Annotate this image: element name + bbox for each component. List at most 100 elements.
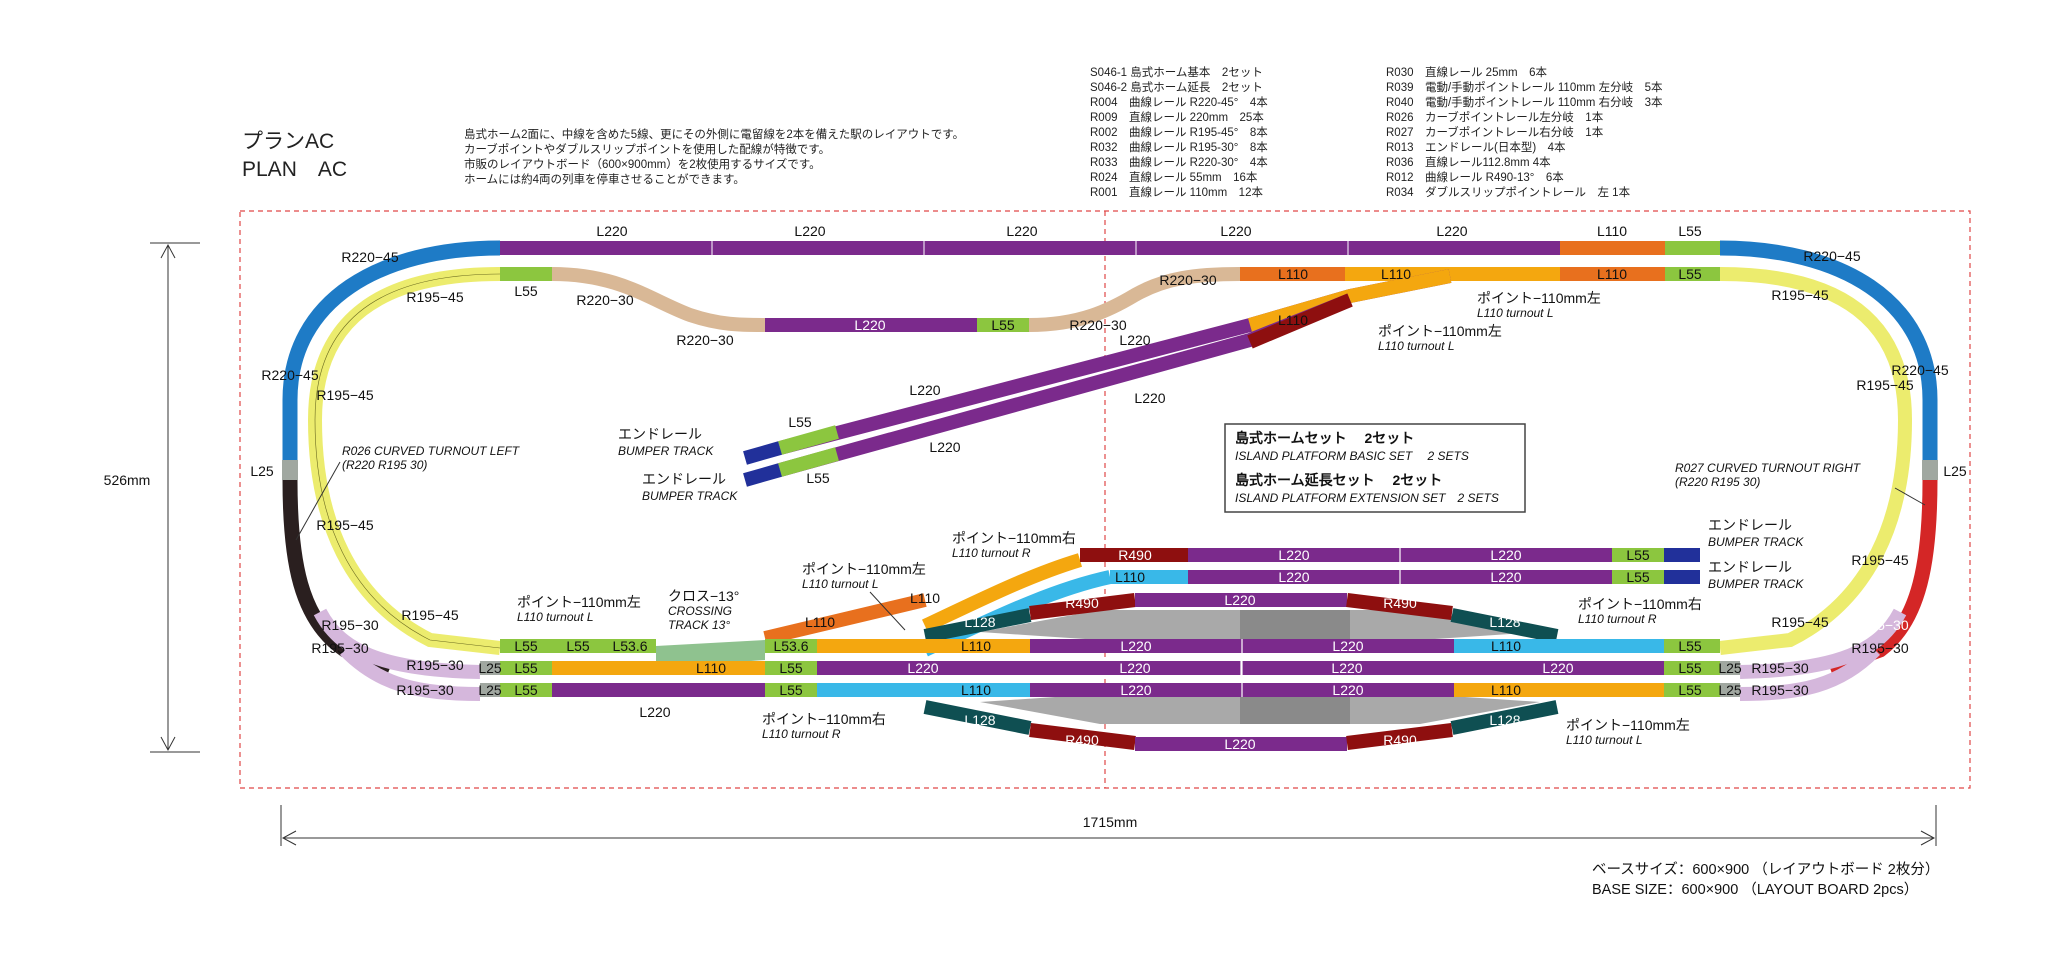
- parts-item: R027 カーブポイントレール右分岐 1本: [1386, 127, 1604, 139]
- track-l55-row2-end: [1664, 661, 1720, 675]
- svg-text:R220−30: R220−30: [676, 332, 733, 348]
- svg-text:R490: R490: [1383, 595, 1417, 611]
- parts-item: R033 曲線レール R220-30° 4本: [1090, 157, 1268, 169]
- track-l55-top: [1665, 241, 1720, 255]
- plan-description: 島式ホーム2面に、中線を含めた5線、更にその外側に電留線を2本を備えた駅のレイア…: [464, 128, 964, 188]
- parts-item: R001 直線レール 110mm 12本: [1090, 187, 1263, 199]
- parts-item: R013 エンドレール(日本型) 4本: [1386, 142, 1566, 154]
- track-r490-upper: [1080, 548, 1188, 562]
- svg-text:L55: L55: [514, 682, 538, 698]
- svg-text:L220: L220: [1331, 660, 1362, 676]
- svg-text:L110: L110: [1491, 682, 1521, 698]
- svg-text:ポイント−110mm右: ポイント−110mm右: [762, 711, 886, 727]
- svg-text:L110 turnout L: L110 turnout L: [802, 577, 879, 591]
- track-l55-row3-end: [1664, 683, 1720, 697]
- svg-text:L53.6: L53.6: [612, 638, 647, 654]
- svg-text:R026 CURVED TURNOUT LEFT: R026 CURVED TURNOUT LEFT: [342, 444, 521, 458]
- track-r220-30-siding-b: [1028, 267, 1241, 332]
- track-turnout-row1: [817, 639, 925, 653]
- svg-text:R195−45: R195−45: [1856, 377, 1913, 393]
- svg-text:BUMPER TRACK: BUMPER TRACK: [1708, 535, 1804, 549]
- svg-text:R220−45: R220−45: [1891, 362, 1948, 378]
- track-l25-row3-r: [1720, 683, 1740, 697]
- svg-text:ポイント−110mm右: ポイント−110mm右: [952, 530, 1076, 546]
- svg-text:R195−30: R195−30: [1851, 640, 1908, 656]
- svg-text:ポイント−110mm右: ポイント−110mm右: [1578, 596, 1702, 612]
- parts-item: R026 カーブポイントレール左分岐 1本: [1386, 112, 1604, 124]
- svg-text:L55: L55: [788, 414, 812, 430]
- parts-item: S046-2 島式ホーム延長 2セット: [1090, 82, 1263, 94]
- parts-item: R024 直線レール 55mm 16本: [1090, 172, 1258, 184]
- track-l25-row2: [480, 661, 500, 675]
- track-l128-lower-left: [923, 700, 1032, 735]
- track-r490-station-lr: [1346, 723, 1453, 750]
- svg-text:L55: L55: [806, 470, 830, 486]
- svg-text:L55: L55: [779, 660, 803, 676]
- track-l53-6-row1: [604, 639, 656, 653]
- svg-text:L220: L220: [1120, 682, 1151, 698]
- track-l110-second-c: [1560, 267, 1665, 281]
- svg-text:(R220 R195 30): (R220 R195 30): [1675, 475, 1760, 489]
- svg-text:R195−45: R195−45: [1771, 614, 1828, 630]
- parts-item: R039 電動/手動ポイントレール 110mm 左分岐 5本: [1386, 82, 1663, 94]
- parts-item: R004 曲線レール R220-45° 4本: [1090, 97, 1268, 109]
- svg-text:R195−30: R195−30: [1851, 617, 1908, 633]
- track-l55-second-right: [1665, 267, 1720, 281]
- svg-text:L110: L110: [1381, 266, 1411, 282]
- track-l220-row3: [552, 683, 765, 697]
- svg-text:ポイント−110mm左: ポイント−110mm左: [1477, 290, 1601, 306]
- svg-text:L220: L220: [929, 439, 960, 455]
- track-l220-row2-d: [1453, 661, 1664, 675]
- track-l110-upper-station: [763, 593, 927, 645]
- base-size-en: BASE SIZE：600×900 （LAYOUT BOARD 2pcs）: [1592, 882, 1919, 898]
- svg-text:R195−45: R195−45: [1851, 552, 1908, 568]
- svg-text:L110: L110: [1491, 638, 1521, 654]
- track-l25-left: [282, 460, 298, 480]
- track-l55-row2-a: [500, 661, 552, 675]
- island-platform-upper-extension: [1240, 610, 1350, 640]
- svg-text:L55: L55: [1678, 223, 1702, 239]
- svg-text:ISLAND PLATFORM EXTENSION SET: ISLAND PLATFORM EXTENSION SET 2 SETS: [1235, 491, 1499, 505]
- track-r195-30-right-a: [1739, 608, 1907, 679]
- svg-text:L220: L220: [1332, 682, 1363, 698]
- track-curved-turnout-right: [1827, 479, 1938, 676]
- track-l220-row2-b: [1029, 661, 1241, 675]
- svg-text:L110 turnout L: L110 turnout L: [1477, 306, 1554, 320]
- track-l55-diag-upper: [778, 425, 839, 455]
- svg-text:R220−30: R220−30: [1159, 272, 1216, 288]
- svg-text:L110: L110: [1597, 266, 1627, 282]
- track-l220-upper-b: [1400, 548, 1612, 562]
- svg-text:R195−45: R195−45: [406, 289, 463, 305]
- svg-text:ポイント−110mm左: ポイント−110mm左: [802, 561, 926, 577]
- track-r195-45-left-edge: [314, 273, 501, 649]
- track-l220-row2-a: [817, 661, 1029, 675]
- svg-text:L220: L220: [1224, 736, 1255, 752]
- svg-text:L128: L128: [964, 614, 995, 630]
- svg-text:L25: L25: [478, 660, 502, 676]
- svg-text:L55: L55: [514, 638, 538, 654]
- svg-text:R027 CURVED TURNOUT RIGHT: R027 CURVED TURNOUT RIGHT: [1675, 461, 1862, 475]
- svg-text:R220−45: R220−45: [261, 367, 318, 383]
- track-l128-lower-right: [1450, 700, 1559, 735]
- svg-text:R195−30: R195−30: [1751, 660, 1808, 676]
- bumper-track-diag-upper: [743, 441, 782, 465]
- track-l220-row1-a: [1030, 639, 1242, 653]
- track-turnout-row2: [552, 661, 657, 675]
- svg-text:L55: L55: [1626, 547, 1650, 563]
- track-r490-diag: [1247, 293, 1353, 349]
- svg-text:L220: L220: [907, 660, 938, 676]
- track-l128-upper-left: [923, 608, 1032, 643]
- svg-text:L110 turnout R: L110 turnout R: [762, 727, 841, 741]
- height-dimension: [150, 242, 200, 753]
- svg-text:ポイント−110mm左: ポイント−110mm左: [1378, 323, 1502, 339]
- svg-text:L110: L110: [1278, 312, 1308, 328]
- parts-item: R040 電動/手動ポイントレール 110mm 右分岐 3本: [1386, 97, 1663, 109]
- svg-text:L110: L110: [1597, 223, 1627, 239]
- svg-text:R195−45: R195−45: [401, 607, 458, 623]
- svg-text:L110: L110: [961, 682, 991, 698]
- track-l128-upper-right: [1450, 608, 1559, 643]
- track-l55-row1-end: [1664, 639, 1720, 653]
- svg-text:R195−45: R195−45: [1771, 287, 1828, 303]
- width-dimension-label: 1715mm: [1083, 814, 1137, 830]
